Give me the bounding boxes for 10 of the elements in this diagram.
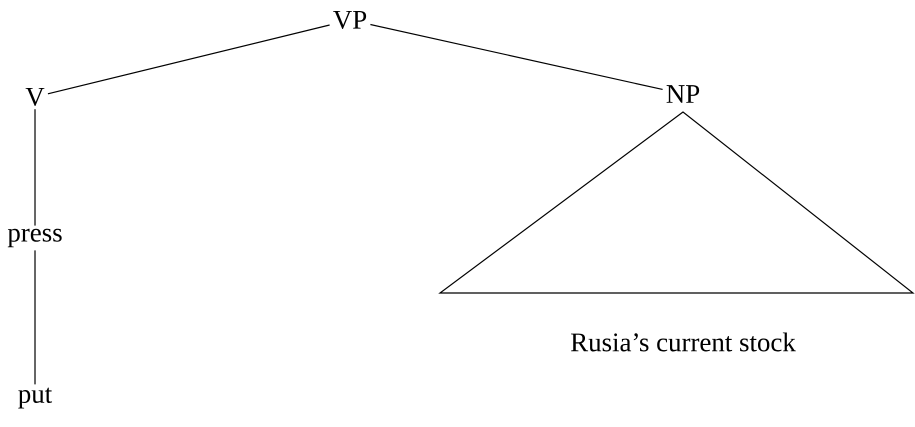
word-label: press	[8, 228, 62, 248]
word-label: put	[18, 388, 52, 408]
branch-line	[48, 24, 330, 94]
phrase-label: NP	[666, 85, 700, 103]
phrase-label: VP	[333, 10, 366, 29]
branch-line	[370, 24, 663, 90]
branch-line	[34, 250, 36, 384]
phrase-label: V	[26, 88, 44, 106]
node-label: Rusia’s current stock	[570, 332, 796, 352]
branch-line	[34, 109, 36, 226]
